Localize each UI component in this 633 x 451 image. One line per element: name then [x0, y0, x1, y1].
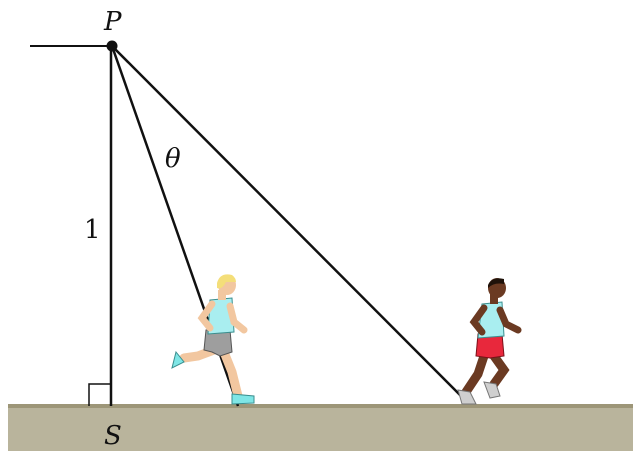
sight-line-runner-2: [111, 45, 469, 404]
ground: [8, 404, 633, 451]
label-angle: θ: [165, 144, 181, 174]
label-s: S: [104, 421, 122, 451]
label-p: P: [103, 7, 122, 37]
runner-2-figure: [457, 278, 522, 405]
right-angle-marker: [88, 383, 111, 406]
label-height: 1: [84, 215, 101, 245]
runner-1-figure: [171, 274, 255, 405]
point-p-dot: [106, 40, 118, 52]
